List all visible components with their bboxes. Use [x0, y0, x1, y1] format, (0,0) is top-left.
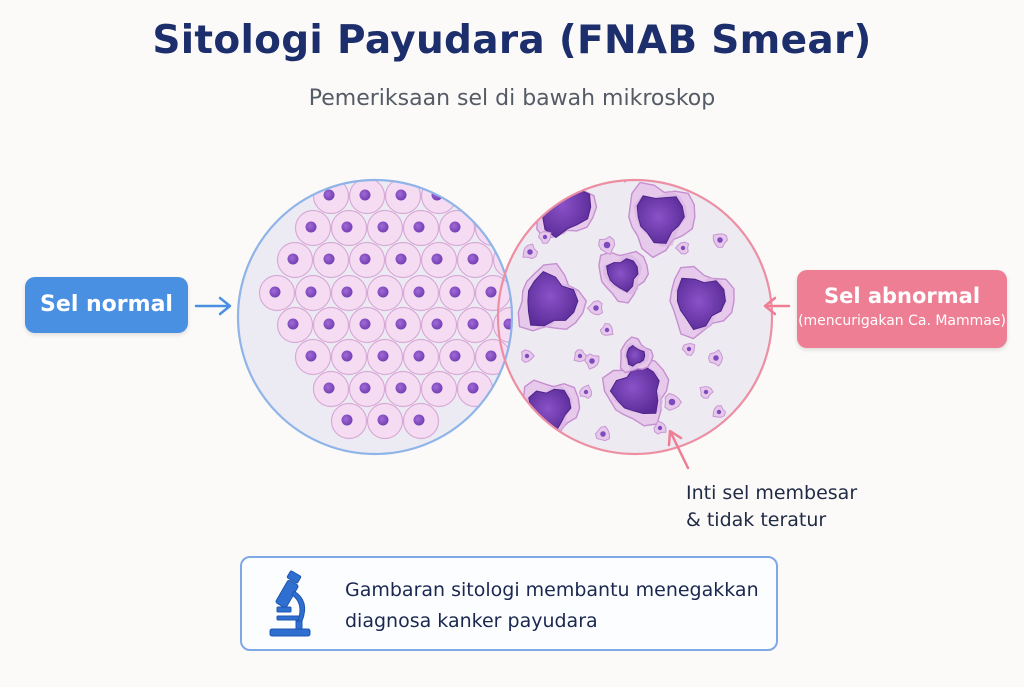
normal-cell	[420, 306, 458, 344]
normal-cell	[384, 241, 422, 279]
info-line-2: diagnosa kanker payudara	[345, 610, 598, 632]
cell-debris	[699, 386, 714, 399]
cell-debris	[595, 165, 607, 178]
cell-debris	[521, 349, 535, 363]
abnormal-cell	[601, 356, 670, 427]
normal-cell	[348, 180, 386, 215]
normal-cell-label: Sel normal	[25, 277, 188, 333]
annotation-line-1: Inti sel membesar	[686, 482, 858, 504]
abnormal-cell	[619, 336, 654, 374]
normal-cell	[438, 209, 476, 247]
normal-cell	[312, 370, 350, 408]
normal-cell	[330, 402, 368, 440]
info-text: Gambaran sitologi membantu menegakkan di…	[345, 575, 759, 637]
nucleus-annotation: Inti sel membesar & tidak teratur	[686, 480, 857, 534]
abnormal-cell-title: Sel abnormal	[823, 284, 981, 308]
normal-cell	[348, 306, 386, 344]
normal-cell	[276, 306, 314, 344]
page-subtitle: Pemeriksaan sel di bawah mikroskop	[308, 86, 716, 111]
annotation-line-2: & tidak teratur	[686, 509, 827, 531]
annotation-arrow	[667, 429, 690, 470]
normal-cell	[294, 209, 332, 247]
abnormal-cell	[628, 181, 696, 259]
normal-cell	[456, 241, 494, 279]
normal-cell	[330, 274, 368, 312]
normal-cell	[420, 370, 458, 408]
cell-debris	[599, 323, 614, 336]
cell-debris	[537, 231, 552, 244]
normal-cell	[312, 241, 350, 279]
normal-cell	[348, 370, 386, 408]
abnormal-cell	[598, 250, 650, 304]
cell-debris	[594, 425, 611, 442]
normal-cell	[294, 338, 332, 376]
cell-debris	[586, 300, 604, 316]
normal-cell	[384, 370, 422, 408]
abnormal-lens-outline	[496, 178, 774, 456]
normal-cell	[456, 306, 494, 344]
info-line-1: Gambaran sitologi membantu menegakkan	[345, 579, 759, 601]
cell-debris	[712, 404, 727, 418]
normal-cell	[402, 402, 440, 440]
normal-cell	[366, 402, 404, 440]
normal-cell	[330, 338, 368, 376]
normal-cell	[294, 274, 332, 312]
info-box: Gambaran sitologi membantu menegakkan di…	[240, 556, 778, 651]
normal-cell	[330, 209, 368, 247]
cell-debris	[681, 342, 696, 356]
normal-cell	[312, 306, 350, 344]
abnormal-cell	[669, 265, 735, 340]
abnormal-cell	[517, 262, 587, 332]
normal-cell	[402, 209, 440, 247]
normal-cell	[348, 241, 386, 279]
normal-cell	[276, 241, 314, 279]
abnormal-cell-subtitle: (mencurigakan Ca. Mammae)	[798, 313, 1006, 329]
normal-cell	[438, 274, 476, 312]
normal-cell	[456, 180, 494, 215]
cell-debris	[573, 349, 588, 362]
cell-debris	[674, 241, 690, 255]
normal-cell	[384, 180, 422, 215]
normal-cell	[420, 241, 458, 279]
normal-cell	[366, 338, 404, 376]
normal-cell	[474, 209, 512, 247]
cell-debris	[664, 392, 683, 411]
normal-cell	[366, 209, 404, 247]
normal-arrow	[194, 296, 232, 316]
normal-cell	[438, 338, 476, 376]
microscope-icon	[269, 570, 311, 637]
abnormal-cell-label: Sel abnormal (mencurigakan Ca. Mammae)	[797, 270, 1007, 348]
cell-debris	[598, 235, 616, 256]
normal-cell	[402, 274, 440, 312]
normal-cell	[402, 338, 440, 376]
normal-cell	[384, 306, 422, 344]
normal-cell	[366, 274, 404, 312]
page-title: Sitologi Payudara (FNAB Smear)	[152, 18, 872, 63]
cell-debris	[653, 420, 667, 435]
normal-cell	[456, 370, 494, 408]
cell-debris	[579, 384, 593, 399]
cell-debris	[712, 233, 728, 248]
cell-debris	[707, 349, 724, 367]
normal-lens-outline	[236, 178, 514, 456]
cell-debris	[522, 243, 539, 260]
abnormal-arrow	[763, 296, 791, 316]
normal-cell	[474, 274, 512, 312]
normal-cell	[258, 274, 296, 312]
cell-debris	[584, 353, 600, 370]
